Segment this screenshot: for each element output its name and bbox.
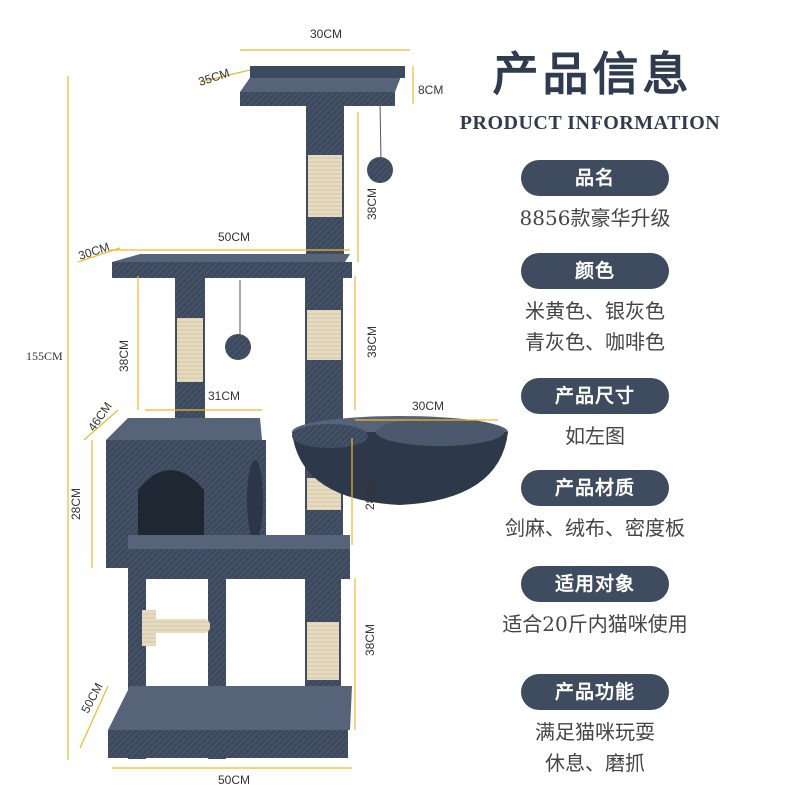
dim-mid-post-right: 38CM [365, 326, 379, 358]
dim-total-height: 155CM [26, 349, 63, 363]
section-value: 剑麻、绒布、密度板 [505, 516, 685, 540]
dim-upper-post: 38CM [365, 188, 379, 220]
section-label: 产品尺寸 [521, 378, 669, 414]
dim-base-width: 50CM [218, 773, 250, 787]
dim-mid-width: 50CM [218, 230, 250, 244]
dim-hammock-width: 30CM [412, 399, 444, 413]
hanging-ball-toy [367, 157, 393, 183]
toy-string [379, 99, 382, 163]
section-label: 产品材质 [521, 470, 669, 506]
dim-top-height: 8CM [418, 83, 443, 97]
section-value: 8856款豪华升级 [519, 206, 671, 230]
info-section-color: 颜色 米黄色、银灰色 青灰色、咖啡色 [445, 253, 745, 358]
dim-base-depth: 50CM [78, 681, 105, 716]
info-section-name: 品名 8856款豪华升级 [445, 160, 745, 234]
lower-platform [128, 535, 350, 579]
section-value: 适合20斤内猫咪使用 [502, 612, 688, 636]
middle-platform [112, 254, 352, 278]
section-label: 产品功能 [521, 674, 669, 710]
info-section-material: 产品材质 剑麻、绒布、密度板 [445, 470, 745, 544]
dim-hammock-post: 28CM [363, 478, 377, 510]
info-section-size: 产品尺寸 如左图 [445, 378, 745, 452]
section-value: 青灰色、咖啡色 [525, 330, 665, 354]
dim-mid-depth: 30CM [77, 240, 112, 263]
upper-scratching-post [306, 106, 344, 266]
hanging-ball-toy [225, 334, 251, 360]
section-label: 颜色 [521, 253, 669, 289]
section-label: 品名 [521, 160, 669, 196]
dimension-lines [67, 49, 498, 769]
dim-top-depth: 35CM [197, 66, 232, 89]
info-section-function: 产品功能 满足猫咪玩耍 休息、磨抓 [445, 674, 745, 779]
section-value: 如左图 [565, 424, 625, 448]
right-scratching-post [305, 278, 343, 543]
dim-lower-post: 38CM [363, 624, 377, 656]
left-scratching-post [175, 278, 205, 428]
dimension-labels: 30CM 35CM 8CM 38CM 50CM 30CM 155CM 38CM … [26, 27, 444, 787]
section-label: 适用对象 [521, 566, 669, 602]
dim-house-width: 31CM [208, 389, 240, 403]
dim-mid-post-left: 38CM [117, 340, 131, 372]
dim-top-width: 30CM [310, 27, 342, 41]
section-value: 米黄色、银灰色 [525, 299, 665, 323]
top-perch [240, 66, 405, 106]
info-section-audience: 适用对象 适合20斤内猫咪使用 [445, 566, 745, 640]
hammock [292, 416, 508, 505]
section-value: 满足猫咪玩耍 [535, 720, 655, 744]
dim-house-height: 28CM [69, 488, 83, 520]
page-title: 产品信息 [492, 47, 693, 101]
section-value: 休息、磨抓 [545, 751, 645, 775]
page-subtitle: PRODUCT INFORMATION [459, 112, 721, 134]
base-board [108, 686, 352, 758]
